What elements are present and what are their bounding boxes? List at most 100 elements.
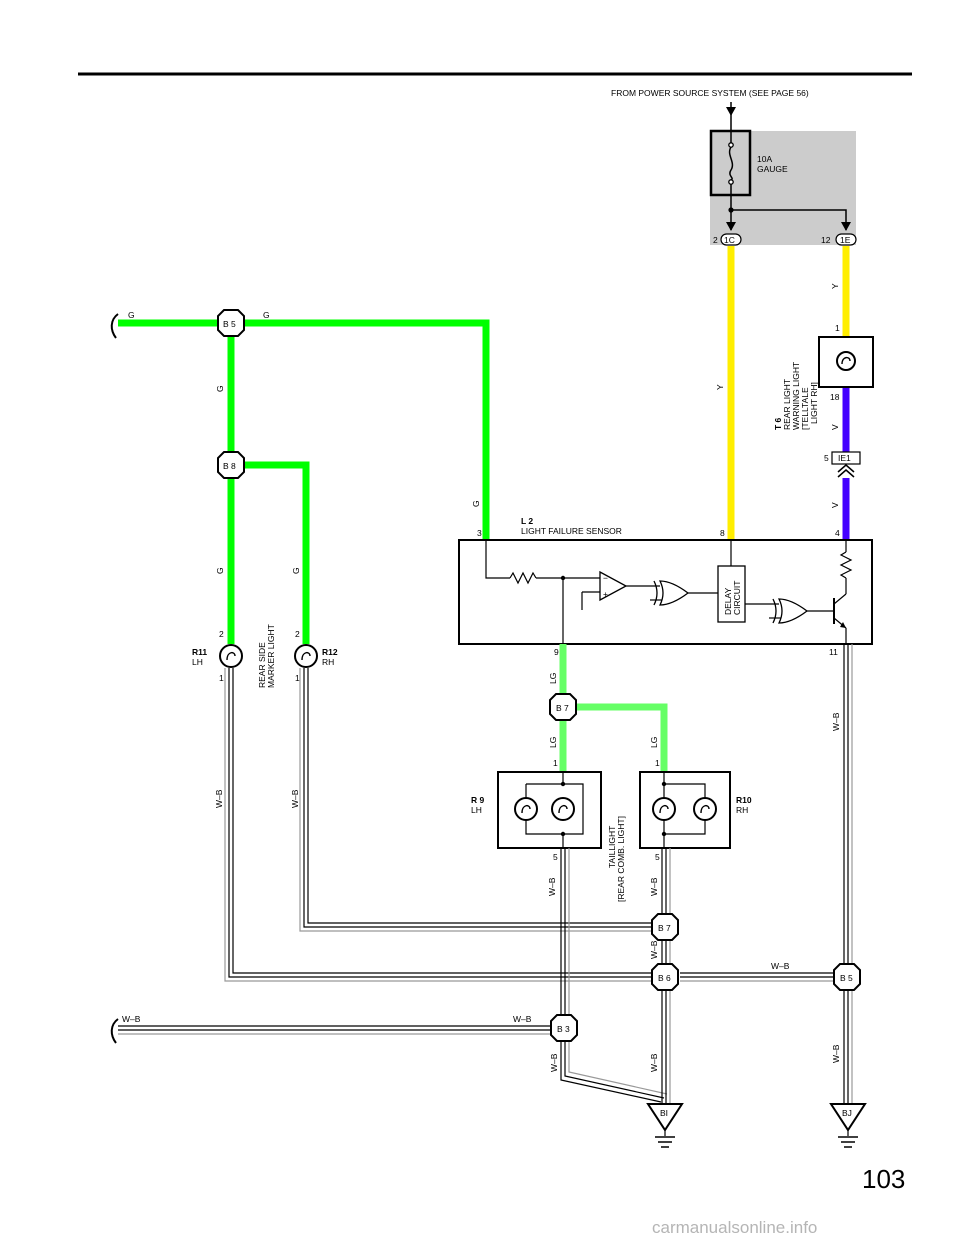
resistor-icon bbox=[509, 571, 537, 585]
ground-wires bbox=[118, 644, 853, 1104]
splice-b5 bbox=[217, 309, 245, 337]
svg-text:LH: LH bbox=[192, 657, 203, 667]
splice-b7 bbox=[549, 693, 577, 721]
svg-text:2: 2 bbox=[219, 629, 224, 639]
ground-bi bbox=[646, 1103, 684, 1132]
svg-text:R10: R10 bbox=[736, 795, 752, 805]
svg-text:V: V bbox=[830, 502, 840, 508]
svg-text:BI: BI bbox=[660, 1108, 668, 1118]
svg-text:W–B: W–B bbox=[547, 877, 557, 896]
svg-text:8: 8 bbox=[720, 528, 725, 538]
svg-text:G: G bbox=[128, 310, 135, 320]
svg-text:B 7: B 7 bbox=[658, 923, 671, 933]
svg-text:B 5: B 5 bbox=[223, 319, 236, 329]
svg-text:RH: RH bbox=[322, 657, 334, 667]
svg-text:B 8: B 8 bbox=[223, 461, 236, 471]
junction-1c bbox=[720, 233, 742, 246]
r12-bulb-icon bbox=[294, 644, 318, 668]
or-gate-1-icon bbox=[658, 580, 690, 606]
svg-text:G: G bbox=[471, 500, 481, 507]
svg-text:18: 18 bbox=[830, 392, 840, 402]
power-arrow-icon bbox=[726, 107, 736, 116]
fuse-rating: 10A bbox=[757, 154, 772, 164]
or-gate-2-icon bbox=[777, 598, 809, 624]
svg-text:CIRCUIT: CIRCUIT bbox=[732, 581, 742, 615]
svg-text:W–B: W–B bbox=[649, 1053, 659, 1072]
svg-text:V: V bbox=[830, 424, 840, 430]
watermark: carmanualsonline.info bbox=[652, 1218, 818, 1237]
svg-text:1E: 1E bbox=[840, 235, 851, 245]
svg-text:W–B: W–B bbox=[831, 712, 841, 731]
svg-text:B 6: B 6 bbox=[658, 973, 671, 983]
svg-text:5: 5 bbox=[655, 852, 660, 862]
fuse-box-area bbox=[710, 131, 856, 245]
splice-b8 bbox=[217, 451, 245, 479]
svg-text:[TELLTALE: [TELLTALE bbox=[800, 387, 810, 430]
svg-text:G: G bbox=[291, 567, 301, 574]
fuse-name: GAUGE bbox=[757, 164, 788, 174]
delay-circuit bbox=[717, 565, 746, 623]
junction-ie1 bbox=[831, 451, 861, 465]
svg-text:DELAY: DELAY bbox=[723, 587, 733, 615]
svg-text:REAR SIDE: REAR SIDE bbox=[257, 642, 267, 688]
page-number: 103 bbox=[862, 1164, 906, 1194]
svg-text:2: 2 bbox=[295, 629, 300, 639]
ground-bj bbox=[829, 1103, 867, 1132]
svg-text:W–B: W–B bbox=[513, 1014, 532, 1024]
svg-text:1: 1 bbox=[295, 673, 300, 683]
svg-text:Y: Y bbox=[830, 283, 840, 289]
svg-text:WARNING LIGHT: WARNING LIGHT bbox=[791, 362, 801, 430]
svg-text:B 7: B 7 bbox=[556, 703, 569, 713]
svg-text:LIGHT FAILURE SENSOR: LIGHT FAILURE SENSOR bbox=[521, 526, 622, 536]
svg-text:IE1: IE1 bbox=[838, 453, 851, 463]
svg-text:BJ: BJ bbox=[842, 1108, 852, 1118]
svg-text:LG: LG bbox=[548, 737, 558, 748]
bulb-icon bbox=[836, 351, 856, 371]
splice-b7-right bbox=[651, 913, 679, 941]
svg-text:B 5: B 5 bbox=[840, 973, 853, 983]
svg-text:L 2: L 2 bbox=[521, 516, 533, 526]
svg-text:1: 1 bbox=[219, 673, 224, 683]
r9-bulb-right-icon bbox=[551, 797, 575, 821]
svg-text:1C: 1C bbox=[724, 235, 735, 245]
svg-text:TAILLIGHT: TAILLIGHT bbox=[607, 826, 617, 868]
svg-text:R 9: R 9 bbox=[471, 795, 485, 805]
svg-text:W–B: W–B bbox=[771, 961, 790, 971]
svg-text:RH: RH bbox=[736, 805, 748, 815]
svg-text:W–B: W–B bbox=[214, 789, 224, 808]
svg-text:LH: LH bbox=[471, 805, 482, 815]
svg-text:R11: R11 bbox=[192, 647, 207, 657]
svg-text:LG: LG bbox=[548, 673, 558, 684]
svg-text:W–B: W–B bbox=[649, 877, 659, 896]
svg-text:G: G bbox=[263, 310, 270, 320]
svg-text:4: 4 bbox=[835, 528, 840, 538]
svg-text:1: 1 bbox=[553, 758, 558, 768]
svg-text:W–B: W–B bbox=[122, 1014, 141, 1024]
splice-b6 bbox=[651, 963, 679, 991]
svg-text:LIGHT RH]: LIGHT RH] bbox=[809, 382, 819, 424]
svg-text:W–B: W–B bbox=[549, 1053, 559, 1072]
fuse-element-icon bbox=[728, 146, 734, 181]
splice-b3 bbox=[550, 1014, 578, 1042]
svg-text:12: 12 bbox=[821, 235, 831, 245]
svg-text:W–B: W–B bbox=[649, 940, 659, 959]
comparator-icon bbox=[599, 570, 628, 602]
r10-bulb-left-icon bbox=[652, 797, 676, 821]
svg-text:1: 1 bbox=[835, 323, 840, 333]
svg-text:G: G bbox=[215, 385, 225, 392]
svg-text:[REAR COMB. LIGHT]: [REAR COMB. LIGHT] bbox=[616, 816, 626, 902]
svg-text:LG: LG bbox=[649, 737, 659, 748]
splice-b5-right bbox=[833, 963, 861, 991]
power-source-label: FROM POWER SOURCE SYSTEM (SEE PAGE 56) bbox=[611, 88, 809, 98]
svg-text:T 6: T 6 bbox=[773, 417, 783, 430]
svg-text:Y: Y bbox=[715, 384, 725, 390]
svg-text:W–B: W–B bbox=[831, 1044, 841, 1063]
svg-text:2: 2 bbox=[713, 235, 718, 245]
svg-text:+: + bbox=[603, 589, 608, 599]
svg-text:9: 9 bbox=[554, 647, 559, 657]
svg-text:1: 1 bbox=[655, 758, 660, 768]
wire-g-to-sensor bbox=[244, 319, 490, 540]
svg-text:3: 3 bbox=[477, 528, 482, 538]
junction-1e bbox=[835, 233, 857, 246]
